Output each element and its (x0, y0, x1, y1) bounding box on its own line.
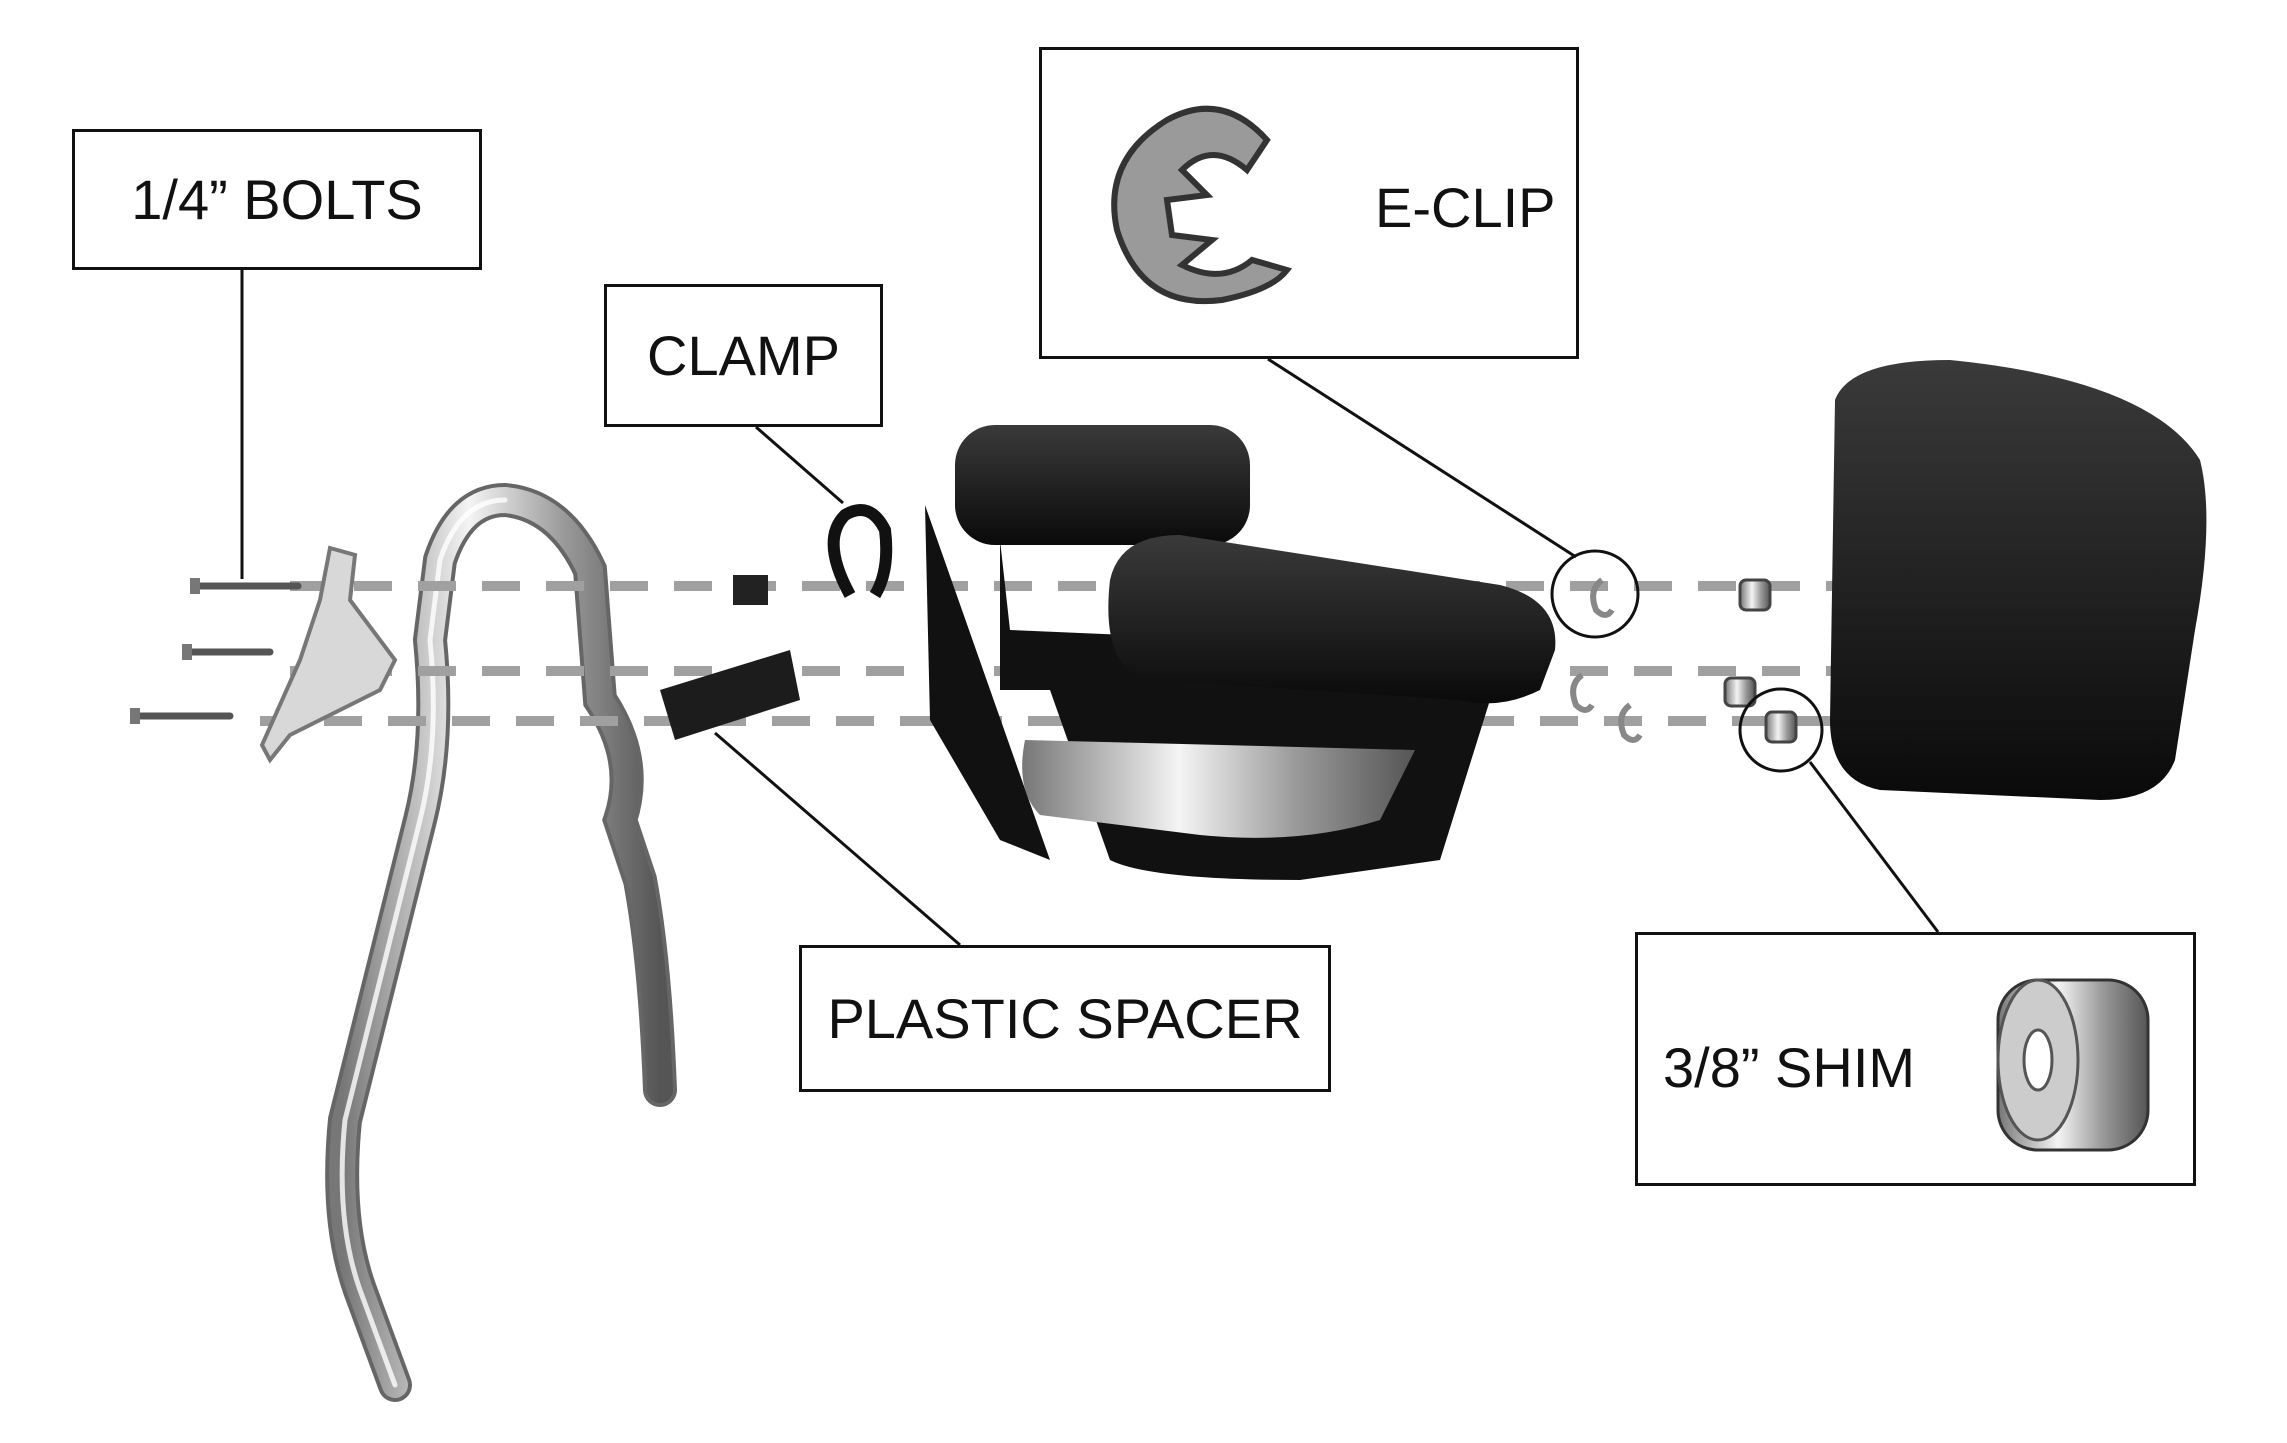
eclip-label-text: E-CLIP (1375, 176, 1556, 239)
eclip-label: E-CLIP (1039, 47, 1579, 359)
passenger-seat (925, 425, 1556, 880)
sissy-bar (325, 482, 677, 1402)
shim-label: 3/8” SHIM (1635, 932, 2196, 1186)
plastic-spacer-part (660, 650, 800, 740)
small-spacer (733, 575, 768, 605)
shim-label-text: 3/8” SHIM (1663, 1036, 1916, 1099)
plastic-spacer-label-text: PLASTIC SPACER (827, 987, 1303, 1050)
bolts-label-text: 1/4” BOLTS (131, 168, 423, 231)
bolts-label: 1/4” BOLTS (72, 129, 482, 270)
leader-lines (240, 270, 1940, 947)
shim-photo (1996, 978, 2150, 1152)
shims (1723, 578, 1798, 744)
backrest (1830, 360, 2207, 800)
clamp-label-text: CLAMP (647, 324, 840, 387)
bracket (259, 545, 398, 764)
clamp-label: CLAMP (604, 284, 883, 427)
plastic-spacer-label: PLASTIC SPACER (799, 945, 1331, 1092)
eclip-photo (1111, 105, 1293, 305)
bolts (130, 578, 302, 724)
clamp-part (827, 504, 893, 599)
e-clips (1570, 577, 1643, 743)
